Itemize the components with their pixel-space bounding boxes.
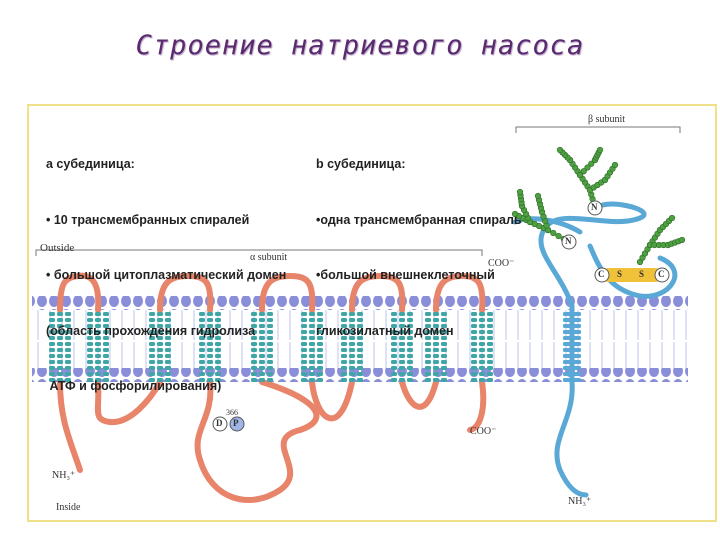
c-label-2: C	[658, 269, 665, 279]
n-label-1: N	[591, 202, 598, 212]
alpha-heading: a субединица:	[46, 155, 286, 174]
n-label-2: N	[565, 236, 572, 246]
alpha-point-2: • большой цитоплазматический домен	[46, 266, 286, 285]
coo-top-label: COO⁻	[488, 258, 514, 269]
d-label: D	[216, 418, 223, 428]
disulfide-bond	[602, 268, 662, 282]
nh3-alpha-label: NH₃⁺	[52, 470, 75, 481]
residue-number-label: 366	[226, 408, 238, 417]
alpha-point-2-cont: (область прохождения гидролиза	[46, 322, 286, 341]
nh3-beta-label: NH₃⁺	[568, 496, 591, 507]
alpha-subunit-label: α subunit	[250, 252, 287, 263]
coo-bottom-label: COO⁻	[470, 426, 496, 437]
beta-point-2-cont: гликозилатный домен	[316, 322, 522, 341]
beta-subunit-label: β subunit	[588, 114, 625, 125]
alpha-point-2-cont2: АТФ и фосфорилирования)	[46, 377, 286, 396]
beta-point-1: •одна трансмембранная спираль	[316, 211, 522, 230]
outside-label: Outside	[40, 242, 74, 254]
beta-bracket	[516, 127, 680, 133]
beta-heading: b субединица:	[316, 155, 522, 174]
s-label-1: S	[617, 269, 622, 279]
alpha-point-1: • 10 трансмембранных спиралей	[46, 211, 286, 230]
c-label-1: C	[598, 269, 605, 279]
p-label: P	[233, 418, 239, 428]
inside-label: Inside	[56, 502, 80, 513]
s-label-2: S	[639, 269, 644, 279]
